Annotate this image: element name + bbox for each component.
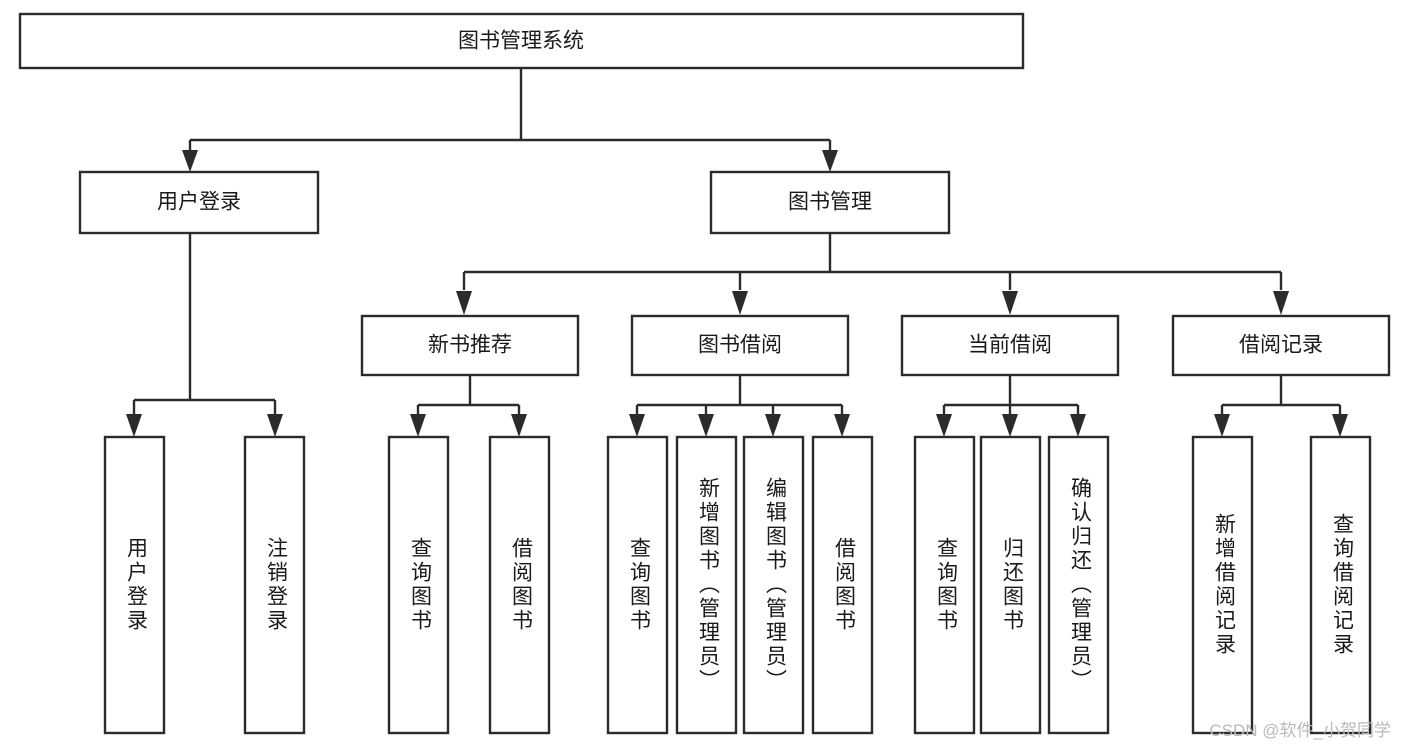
leaf-user-login[interactable]: 用户登录	[103, 435, 166, 735]
leaf-query-book-borrow-label: 查询图书	[627, 537, 651, 633]
node-new-book-recommend[interactable]: 新书推荐	[360, 314, 580, 377]
leaf-borrow-book-borrow-box[interactable]	[811, 435, 874, 735]
current-borrow-label: 当前借阅	[968, 334, 1052, 357]
leaf-logout-box[interactable]	[243, 435, 306, 735]
leaf-query-borrow-record[interactable]: 查询借阅记录	[1309, 435, 1372, 735]
leaf-borrow-book-borrow-label: 借阅图书	[832, 537, 856, 633]
leaf-query-book-current-label: 查询图书	[934, 537, 958, 633]
leaf-borrow-book-newbook-box[interactable]	[488, 435, 551, 735]
new-book-recommend-box[interactable]	[360, 314, 580, 377]
arrow-root-to-book-manage	[822, 150, 838, 172]
arrow-root-to-user-login	[182, 150, 198, 172]
borrow-records-box[interactable]	[1171, 314, 1391, 377]
leaf-add-borrow-record-label: 新增借阅记录	[1212, 513, 1236, 657]
user-login-label: 用户登录	[157, 191, 241, 214]
arrow-leaf-borrow-book-1	[511, 414, 527, 437]
book-management-label: 图书管理	[788, 191, 872, 214]
arrow-leaf-query-record	[1332, 414, 1348, 437]
leaf-borrow-book-newbook-label: 借阅图书	[509, 537, 533, 633]
leaf-user-login-label: 用户登录	[124, 537, 148, 633]
node-root-book-management-system[interactable]: 图书管理系统	[18, 12, 1025, 70]
leaf-logout[interactable]: 注销登录	[243, 435, 306, 735]
leaf-confirm-return-admin-box[interactable]	[1047, 435, 1110, 735]
leaf-edit-book-admin-box[interactable]	[742, 435, 805, 735]
leaf-borrow-book-borrow[interactable]: 借阅图书	[811, 435, 874, 735]
leaf-add-book-admin-label: 新增图书（管理员）	[696, 477, 720, 693]
arrow-leaf-query-book-3	[936, 414, 952, 437]
leaf-return-book[interactable]: 归还图书	[979, 435, 1042, 735]
book-management-box[interactable]	[709, 170, 951, 235]
leaf-query-book-newbook-label: 查询图书	[408, 537, 432, 633]
leaf-add-borrow-record[interactable]: 新增借阅记录	[1191, 435, 1254, 735]
leaf-user-login-box[interactable]	[103, 435, 166, 735]
arrow-leaf-query-book-2	[629, 414, 645, 437]
arrow-leaf-return-book	[1002, 414, 1018, 437]
arrow-leaf-add-book	[698, 414, 714, 437]
leaf-query-book-newbook[interactable]: 查询图书	[387, 435, 450, 735]
current-borrow-box[interactable]	[900, 314, 1120, 377]
arrow-to-borrow-records	[1273, 291, 1289, 315]
leaf-query-borrow-record-label: 查询借阅记录	[1330, 513, 1354, 657]
leaf-add-borrow-record-box[interactable]	[1191, 435, 1254, 735]
leaf-confirm-return-admin-label: 确认归还（管理员）	[1068, 477, 1092, 693]
book-borrow-label: 图书借阅	[698, 334, 782, 357]
leaf-borrow-book-newbook[interactable]: 借阅图书	[488, 435, 551, 735]
root-box[interactable]	[18, 12, 1025, 70]
node-user-login[interactable]: 用户登录	[78, 170, 320, 235]
leaf-query-book-current-box[interactable]	[913, 435, 976, 735]
arrow-leaf-add-record	[1214, 414, 1230, 437]
node-book-borrow[interactable]: 图书借阅	[630, 314, 850, 377]
node-borrow-records[interactable]: 借阅记录	[1171, 314, 1391, 377]
arrow-to-current-borrow	[1002, 291, 1018, 315]
arrow-leaf-user-login	[126, 414, 142, 437]
book-borrow-box[interactable]	[630, 314, 850, 377]
node-current-borrow[interactable]: 当前借阅	[900, 314, 1120, 377]
leaf-add-book-admin[interactable]: 新增图书（管理员）	[675, 435, 738, 735]
leaf-query-book-borrow-box[interactable]	[606, 435, 669, 735]
arrow-leaf-borrow-book-2	[834, 414, 850, 437]
leaf-logout-label: 注销登录	[264, 537, 288, 633]
arrow-to-new-book	[456, 291, 472, 315]
borrow-records-label: 借阅记录	[1239, 334, 1323, 357]
leaf-return-book-label: 归还图书	[1000, 537, 1024, 633]
leaf-return-book-box[interactable]	[979, 435, 1042, 735]
leaf-edit-book-admin[interactable]: 编辑图书（管理员）	[742, 435, 805, 735]
arrow-leaf-confirm-return	[1070, 414, 1086, 437]
csdn-watermark: CSDN @软件_小贺同学	[1209, 721, 1391, 740]
root-label: 图书管理系统	[458, 30, 584, 53]
node-book-management[interactable]: 图书管理	[709, 170, 951, 235]
connector-layer	[126, 68, 1348, 437]
arrow-leaf-query-book-1	[410, 414, 426, 437]
leaf-query-borrow-record-box[interactable]	[1309, 435, 1372, 735]
leaf-query-book-current[interactable]: 查询图书	[913, 435, 976, 735]
arrow-leaf-edit-book	[765, 414, 781, 437]
arrow-leaf-logout	[267, 414, 283, 437]
user-login-box[interactable]	[78, 170, 320, 235]
leaf-confirm-return-admin[interactable]: 确认归还（管理员）	[1047, 435, 1110, 735]
leaf-query-book-borrow[interactable]: 查询图书	[606, 435, 669, 735]
arrow-to-book-borrow	[732, 291, 748, 315]
leaf-edit-book-admin-label: 编辑图书（管理员）	[763, 477, 787, 693]
leaf-add-book-admin-box[interactable]	[675, 435, 738, 735]
new-book-recommend-label: 新书推荐	[428, 334, 512, 357]
leaf-query-book-newbook-box[interactable]	[387, 435, 450, 735]
